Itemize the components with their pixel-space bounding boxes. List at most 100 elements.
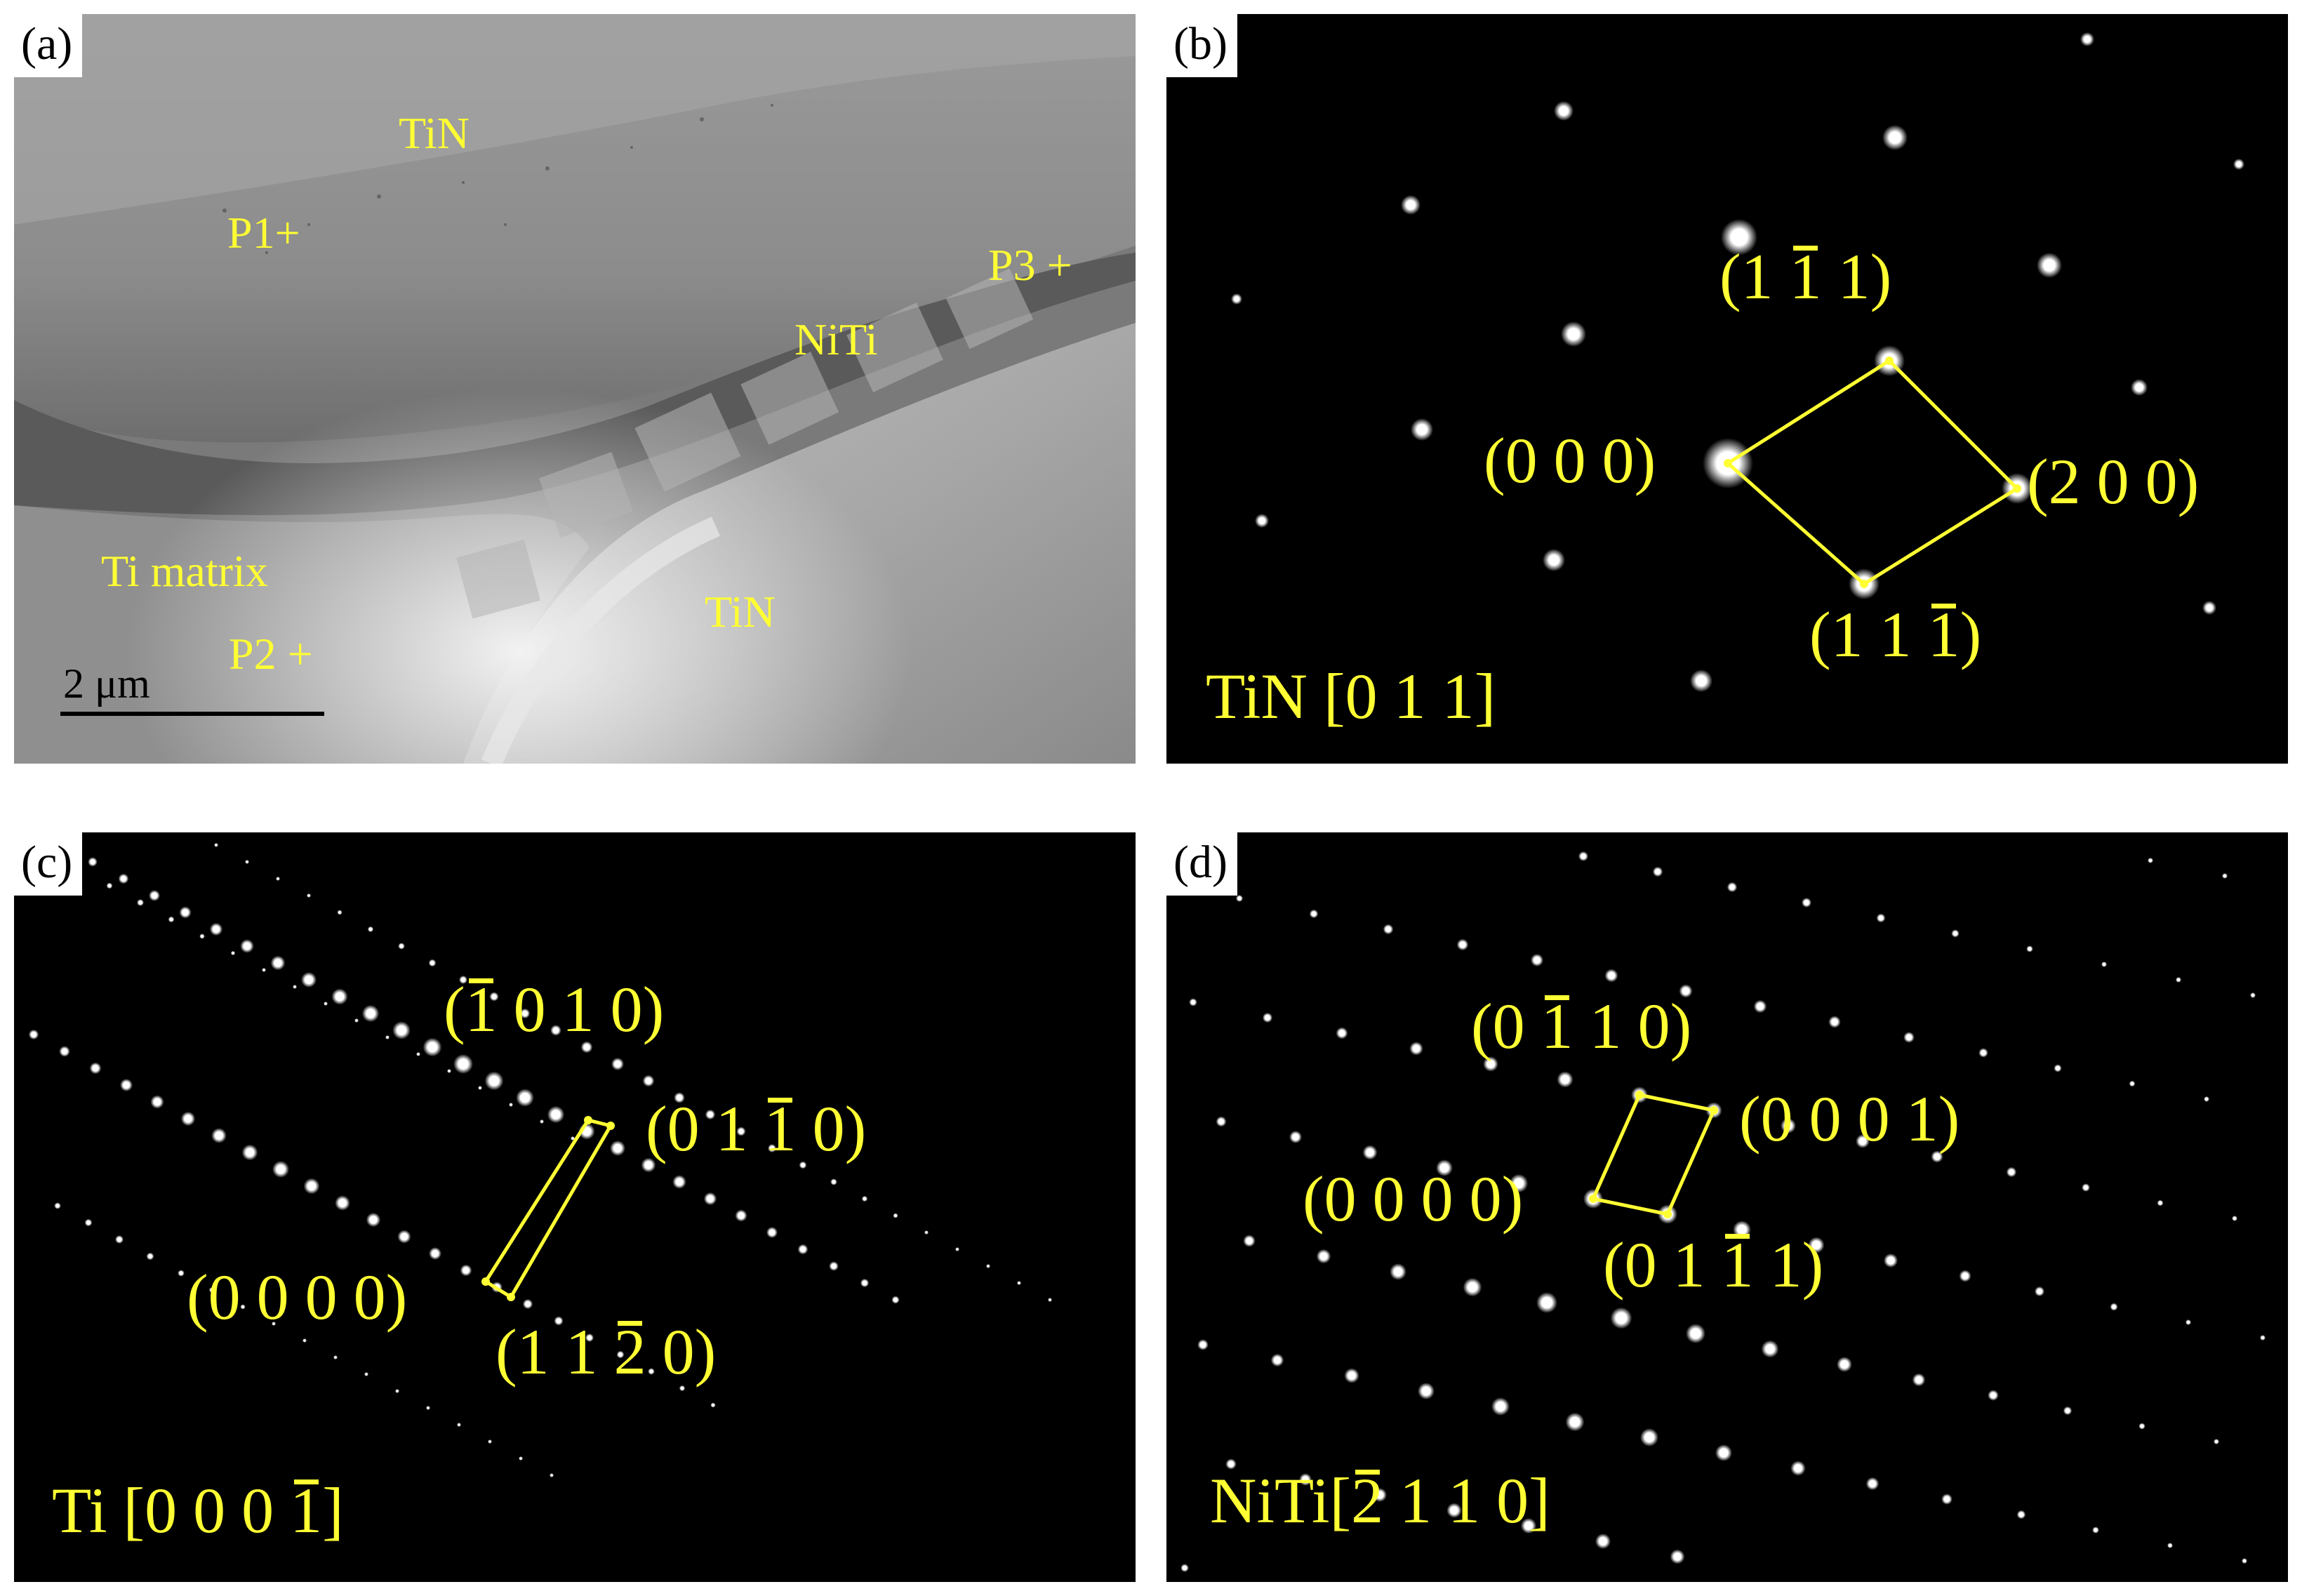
diffraction-spot [59, 1046, 70, 1057]
diffraction-spot [1270, 1353, 1284, 1367]
p3-marker-label: P3 + [988, 240, 1072, 290]
diffraction-spot [1373, 1488, 1387, 1502]
diffraction-spot [1017, 1281, 1021, 1285]
diffraction-spot [1790, 1461, 1806, 1476]
diffraction-spot [1951, 929, 1960, 938]
diffraction-spot [150, 1095, 164, 1109]
diffraction-spot [88, 857, 98, 867]
diffraction-spot [955, 1247, 959, 1251]
diffraction-spot [457, 1423, 461, 1427]
diffraction-spot [540, 1119, 544, 1124]
diffraction-spot [1491, 1397, 1510, 1416]
diffraction-spot [1048, 1298, 1052, 1302]
diffraction-spot [1865, 1477, 1879, 1491]
diffraction-spot [240, 939, 254, 953]
diffraction-spot [1316, 1249, 1331, 1264]
diffraction-spot [648, 1368, 655, 1375]
diffraction-spot [1978, 1048, 1988, 1058]
diffraction-spot [550, 1473, 554, 1477]
diffraction-spot [1903, 1032, 1915, 1043]
diffraction-spot [1802, 898, 1811, 907]
diffraction-spot [2110, 1303, 2118, 1311]
diffraction-spot [366, 1212, 381, 1228]
diffraction-spot [1670, 1549, 1685, 1564]
diffraction-spot [829, 1261, 839, 1271]
p1-marker-label: P1+ [227, 208, 300, 258]
spot-1-1bar-1-label: (1 1 1) [1719, 241, 1892, 312]
diffraction-spot [1262, 1012, 1273, 1023]
spot-rows [28, 840, 1052, 1477]
diffraction-spot [1225, 1458, 1237, 1470]
p2-marker-label: P2 + [229, 629, 313, 679]
diffraction-spot [28, 1029, 39, 1040]
diffraction-spot [610, 1141, 625, 1156]
tin-label: TiN [399, 108, 470, 158]
diffraction-spot [230, 950, 236, 956]
spot-200-label: (2 0 0) [2027, 446, 2200, 517]
diffraction-spot [426, 1406, 430, 1410]
diffraction-spot [54, 1202, 61, 1209]
diffraction-spot [2222, 873, 2228, 879]
zone-axis-label: NiTi[2 1 1 0] [1210, 1465, 1550, 1536]
diffraction-spot [199, 933, 205, 939]
diffraction-spot [2167, 1543, 2173, 1548]
diffraction-spot [302, 1338, 307, 1343]
diffraction-spot [1988, 1390, 1999, 1401]
diffraction-spot [1557, 1071, 1574, 1088]
diffraction-spot [460, 1264, 472, 1277]
diffraction-spot [245, 860, 249, 864]
panel-label-a: (a) [14, 14, 83, 77]
diffraction-spot [416, 1052, 420, 1056]
diffraction-spot [211, 1128, 227, 1143]
diffraction-spot [1409, 1042, 1423, 1056]
diffraction-spot [2214, 1439, 2219, 1444]
diffraction-spot [550, 1025, 561, 1036]
diffraction-spot [2092, 1527, 2099, 1534]
diffraction-spot [1362, 1145, 1378, 1160]
diffraction-spot [1243, 1235, 1256, 1247]
diffraction-spot [735, 1209, 747, 1222]
spot-0001-label: (0 0 0 1) [1739, 1083, 1960, 1155]
diffraction-spot [1463, 1277, 1482, 1297]
spot-1bar-0-1-0-label: (1 0 1 0) [444, 973, 665, 1045]
diffraction-spot [106, 882, 113, 889]
diffraction-spot [1309, 909, 1319, 919]
diffraction-spot [1216, 1116, 1227, 1127]
diffraction-spot [1530, 953, 1544, 967]
diffraction-spot [241, 1144, 258, 1161]
diffraction-spot [484, 1071, 504, 1091]
diffraction-spot [2176, 977, 2181, 983]
diffraction-pattern [1231, 32, 2244, 692]
diffraction-spot [333, 1355, 338, 1359]
diffraction-spot [488, 1439, 492, 1444]
diffraction-spot [611, 1058, 624, 1070]
diffraction-spot [361, 1004, 380, 1023]
diffraction-spot [262, 968, 266, 972]
diffraction-spot [674, 1092, 685, 1103]
diffraction-spot [1595, 1534, 1611, 1549]
diffraction-spot [459, 976, 467, 984]
diffraction-spot [1336, 1027, 1348, 1039]
diffraction-spot [447, 1069, 451, 1073]
diffraction-spot [1640, 1428, 1658, 1447]
diffraction-spot [1536, 1292, 1557, 1313]
panel-label-d: (d) [1166, 832, 1237, 896]
diffraction-spot [1289, 1131, 1302, 1143]
diffraction-spot [2063, 1406, 2073, 1416]
diffraction-spot [705, 1109, 716, 1120]
diffraction-spot [272, 1322, 276, 1326]
diffraction-spot [1418, 1383, 1435, 1399]
diffraction-spot [2138, 1423, 2145, 1430]
diffraction-spot [2026, 945, 2033, 952]
diffraction-spot [580, 1041, 593, 1053]
zone-axis-label: TiN [0 1 1] [1206, 660, 1496, 732]
diffraction-spot [392, 1021, 411, 1039]
diffraction-spot [331, 988, 348, 1005]
diffraction-spot [115, 1235, 124, 1244]
diffraction-spot [354, 1018, 359, 1023]
diffraction-spot [516, 1089, 534, 1107]
diffraction-spot [301, 972, 317, 987]
panel-label-c: (c) [14, 832, 83, 896]
diffraction-spot [1781, 1118, 1796, 1133]
diffraction-spot [364, 1372, 368, 1376]
